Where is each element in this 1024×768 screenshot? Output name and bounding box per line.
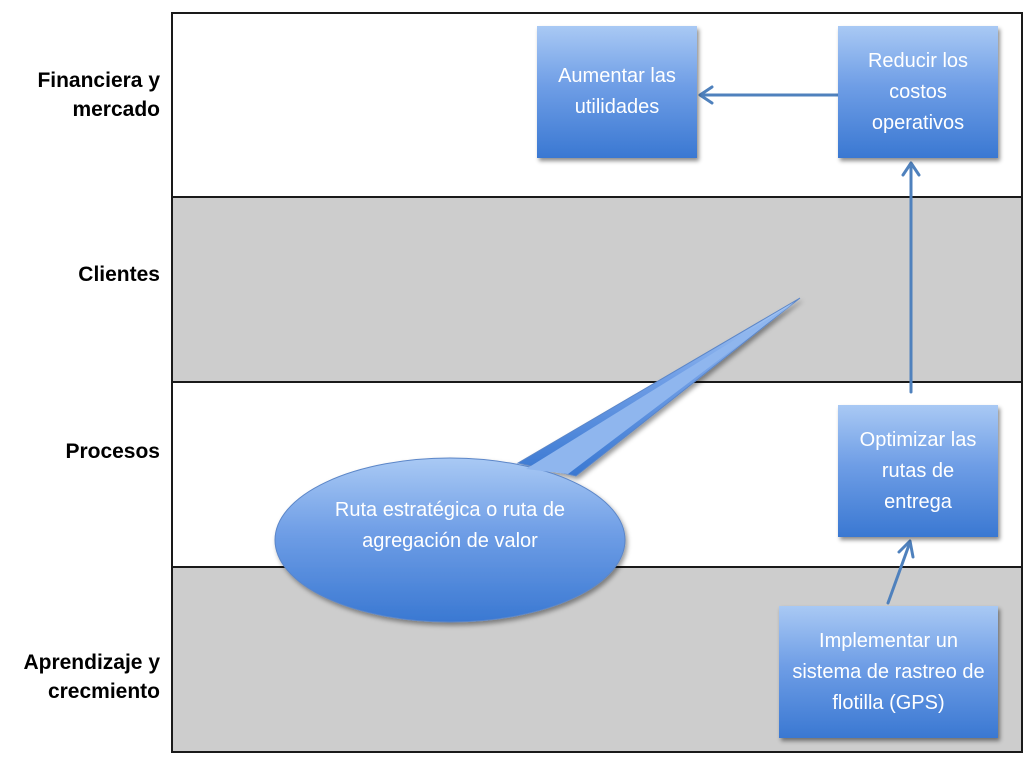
row-label-processes: Procesos	[65, 440, 160, 463]
arrowhead-routes-to-costs	[901, 161, 921, 177]
divider-2	[171, 381, 1023, 383]
node-optimize-routes: Optimizar las rutas de entrega	[838, 405, 998, 537]
arrowhead-costs-to-profits	[698, 85, 714, 105]
band-customers	[171, 197, 1023, 382]
row-label-learning: Aprendizaje y crecmiento	[23, 651, 160, 703]
row-label-customers: Clientes	[78, 263, 160, 286]
arrowhead-gps-to-routes	[897, 539, 915, 559]
row-label-financial: Financiera y mercado	[37, 69, 160, 121]
callout-text: Ruta estratégica o ruta de agregación de…	[334, 499, 566, 552]
node-reduce-costs: Reducir los costos operativos	[838, 26, 998, 158]
divider-1	[171, 196, 1023, 198]
node-gps-system: Implementar un sistema de rastreo de flo…	[779, 606, 998, 738]
arrow-gps-to-routes	[886, 543, 911, 605]
node-increase-profits: Aumentar las utilidades	[537, 26, 697, 158]
callout-bubble	[274, 297, 801, 623]
